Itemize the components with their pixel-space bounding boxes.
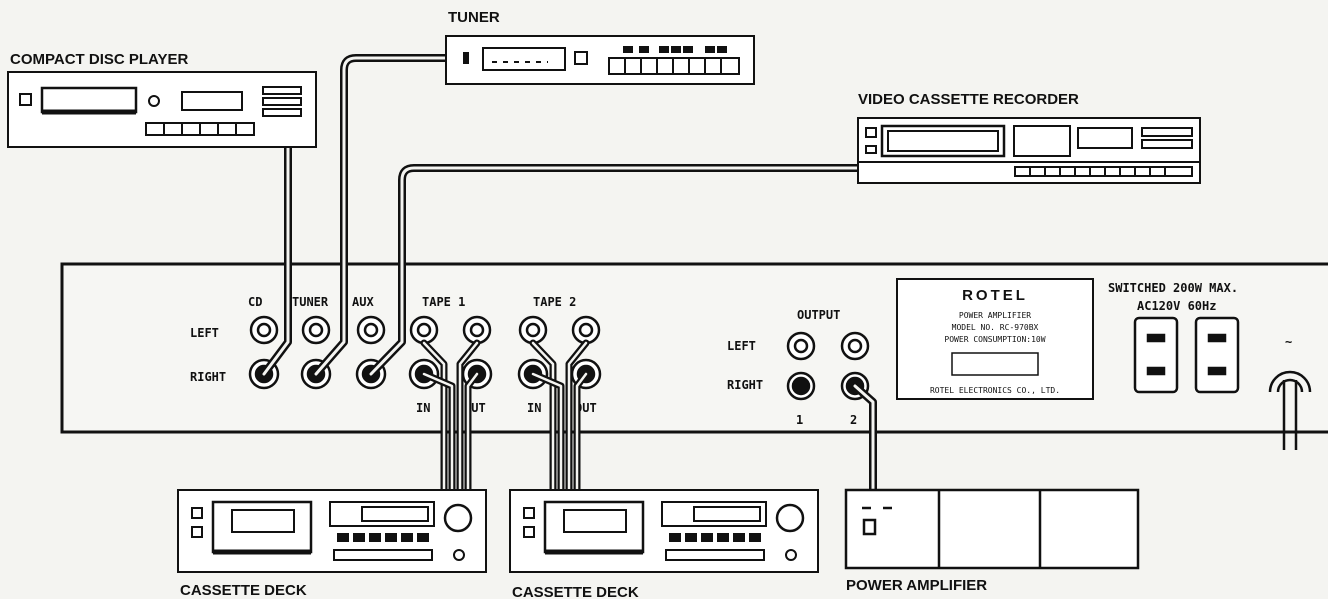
cassette-deck-1 (177, 489, 487, 573)
right-row-label: RIGHT (190, 370, 226, 384)
power-amplifier (844, 488, 1140, 570)
power-cord (1268, 370, 1312, 450)
cd-player-label: COMPACT DISC PLAYER (10, 51, 189, 68)
output-2-label: 2 (850, 413, 857, 427)
output-right-label: RIGHT (727, 378, 763, 392)
plate-line-3: POWER CONSUMPTION:10W (944, 335, 1045, 344)
aux-label: AUX (352, 295, 374, 309)
plate-line-2: MODEL NO. RC-970BX (952, 323, 1039, 332)
rating-plate: ROTEL POWER AMPLIFIER MODEL NO. RC-970BX… (896, 278, 1094, 400)
cables (260, 54, 877, 494)
tape1-label: TAPE 1 (422, 295, 465, 309)
ac-outlets (1133, 316, 1240, 394)
rear-panel (60, 262, 1328, 434)
cd-label: CD (248, 295, 262, 309)
output-left-label: LEFT (727, 339, 756, 353)
cassette-deck-2-label: CASSETTE DECK (512, 584, 639, 599)
tuner (445, 35, 755, 85)
tape2-in-label: IN (527, 401, 541, 415)
brand-logo: ROTEL (962, 287, 1028, 304)
plate-line-4: ROTEL ELECTRONICS CO., LTD. (930, 386, 1060, 395)
ac-rating-label: AC120V 60Hz (1137, 299, 1216, 313)
tape2-label: TAPE 2 (533, 295, 576, 309)
power-amp-label: POWER AMPLIFIER (846, 577, 987, 594)
tuner-label: TUNER (448, 9, 500, 26)
cassette-deck-2 (509, 489, 819, 573)
cd-player (7, 71, 317, 148)
ac-symbol: ~ (1285, 335, 1292, 349)
output-1-label: 1 (796, 413, 803, 427)
left-jacks (249, 315, 601, 345)
switched-label: SWITCHED 200W MAX. (1108, 281, 1238, 295)
cassette-deck-1-label: CASSETTE DECK (180, 582, 307, 599)
tuner-jack-label: TUNER (292, 295, 329, 309)
serial-box (951, 352, 1039, 376)
left-row-label: LEFT (190, 326, 219, 340)
vcr-label: VIDEO CASSETTE RECORDER (858, 91, 1079, 108)
tape1-in-label: IN (416, 401, 430, 415)
vcr (857, 117, 1201, 184)
plate-line-1: POWER AMPLIFIER (959, 311, 1031, 320)
output-label: OUTPUT (797, 308, 840, 322)
